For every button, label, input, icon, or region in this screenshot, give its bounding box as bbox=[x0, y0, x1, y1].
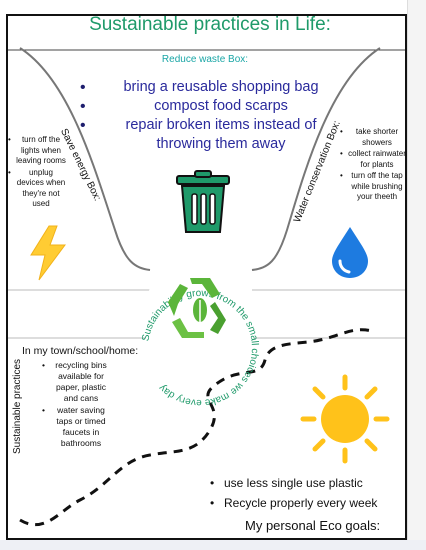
list-item: water saving taps or timed faucets in ba… bbox=[42, 405, 112, 449]
eco-goals-label: My personal Eco goals: bbox=[245, 518, 381, 533]
list-item: recycling bins available for paper, plas… bbox=[42, 360, 112, 404]
waste-list: bring a reusable shopping bag compost fo… bbox=[78, 78, 328, 154]
town-list: recycling bins available for paper, plas… bbox=[42, 360, 112, 450]
sun-icon bbox=[300, 374, 390, 464]
page-title: Sustainable practices in Life: bbox=[89, 14, 331, 35]
left-funnel-curve bbox=[19, 47, 151, 271]
water-drop-icon bbox=[332, 227, 368, 278]
list-item: use less single use plastic bbox=[210, 473, 377, 493]
list-item: take shorter showers bbox=[340, 127, 406, 148]
list-item: unplug devices when they're not used bbox=[8, 168, 66, 210]
dashed-path bbox=[19, 328, 376, 527]
list-item: bring a reusable shopping bag bbox=[78, 78, 328, 97]
scrollbar[interactable] bbox=[407, 0, 426, 550]
list-item: turn off the lights when leaving rooms bbox=[8, 135, 66, 167]
lightning-bolt-icon bbox=[30, 225, 66, 281]
eco-goals-list: use less single use plastic Recycle prop… bbox=[210, 473, 377, 513]
bottom-bar bbox=[0, 540, 426, 550]
waste-box-label: Reduce waste Box: bbox=[161, 54, 249, 65]
list-item: compost food scarps bbox=[78, 97, 328, 116]
list-item: collect rainwater for plants bbox=[340, 149, 406, 170]
water-list: take shorter showers collect rainwater f… bbox=[340, 127, 406, 204]
trash-bin-icon bbox=[176, 170, 230, 233]
town-label: In my town/school/home: bbox=[22, 345, 139, 357]
energy-list: turn off the lights when leaving rooms u… bbox=[8, 135, 66, 211]
right-funnel-curve bbox=[251, 47, 381, 271]
poster-frame bbox=[6, 14, 407, 540]
sustainable-practices-label: Sustainable practices bbox=[12, 358, 23, 454]
list-item: repair broken items instead of throwing … bbox=[78, 116, 328, 154]
list-item: turn off the tap while brushing your the… bbox=[340, 171, 406, 203]
list-item: Recycle properly every week bbox=[210, 493, 377, 513]
recycle-icon bbox=[168, 278, 226, 338]
